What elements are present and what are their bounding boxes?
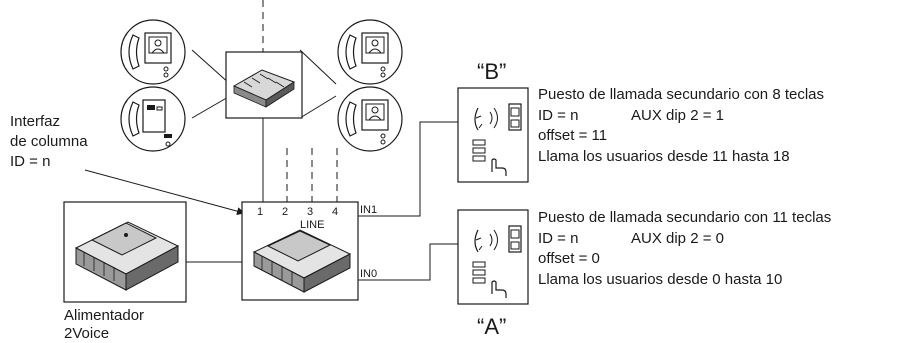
port-label-3: 3 bbox=[307, 206, 313, 218]
interface-label: Interfaz de columna ID = n bbox=[10, 113, 88, 170]
interface-label-line1: Interfaz bbox=[10, 113, 60, 130]
monitor-video-icon-bottom-right bbox=[337, 86, 403, 152]
wires bbox=[84, 0, 458, 281]
monitor-video-icon-top-right bbox=[337, 19, 403, 85]
door-station-a-icon bbox=[457, 209, 529, 305]
interface-label-line2: de columna bbox=[10, 133, 88, 150]
line-label: LINE bbox=[300, 219, 324, 231]
station-b-line4: Llama los usuarios desde 11 hasta 18 bbox=[538, 148, 790, 165]
port-label-1: 1 bbox=[257, 206, 263, 218]
bus-distributor bbox=[225, 51, 303, 119]
station-b-tag: “B” bbox=[477, 59, 506, 84]
station-a-tag: “A” bbox=[477, 314, 506, 339]
station-b-line1: Puesto de llamada secundario con 8 tecla… bbox=[538, 86, 824, 103]
station-b-line2-right: AUX dip 2 = 1 bbox=[631, 107, 724, 124]
port-label-4: 4 bbox=[332, 206, 338, 218]
door-station-b-icon bbox=[457, 87, 529, 183]
interface-label-line3: ID = n bbox=[10, 153, 50, 170]
station-a-description: Puesto de llamada secundario con 11 tecl… bbox=[538, 209, 831, 288]
station-b-line2-left: ID = n bbox=[538, 107, 578, 124]
in0-label: IN0 bbox=[360, 268, 377, 280]
column-interface-unit bbox=[241, 201, 359, 301]
station-a-line2-right: AUX dip 2 = 0 bbox=[631, 230, 724, 247]
port-label-2: 2 bbox=[282, 206, 288, 218]
station-a-line2-left: ID = n bbox=[538, 230, 578, 247]
power-supply-label-line2: 2Voice bbox=[64, 325, 109, 342]
station-a-line3: offset = 0 bbox=[538, 250, 600, 267]
in1-label: IN1 bbox=[360, 204, 377, 216]
power-supply-label-line1: Alimentador bbox=[64, 307, 144, 324]
station-b-description: Puesto de llamada secundario con 8 tecla… bbox=[538, 86, 824, 165]
station-a-line1: Puesto de llamada secundario con 11 tecl… bbox=[538, 209, 831, 226]
station-a-line4: Llama los usuarios desde 0 hasta 10 bbox=[538, 271, 782, 288]
monitor-audio-icon-bottom-left bbox=[120, 86, 186, 152]
interface-port-labels: 1 2 3 4 LINE IN1 IN0 bbox=[257, 204, 377, 280]
monitor-video-icon-top-left bbox=[120, 19, 186, 85]
power-supply-unit bbox=[63, 201, 187, 303]
station-b-line3: offset = 11 bbox=[538, 127, 607, 144]
power-supply-label: Alimentador 2Voice bbox=[64, 307, 144, 342]
